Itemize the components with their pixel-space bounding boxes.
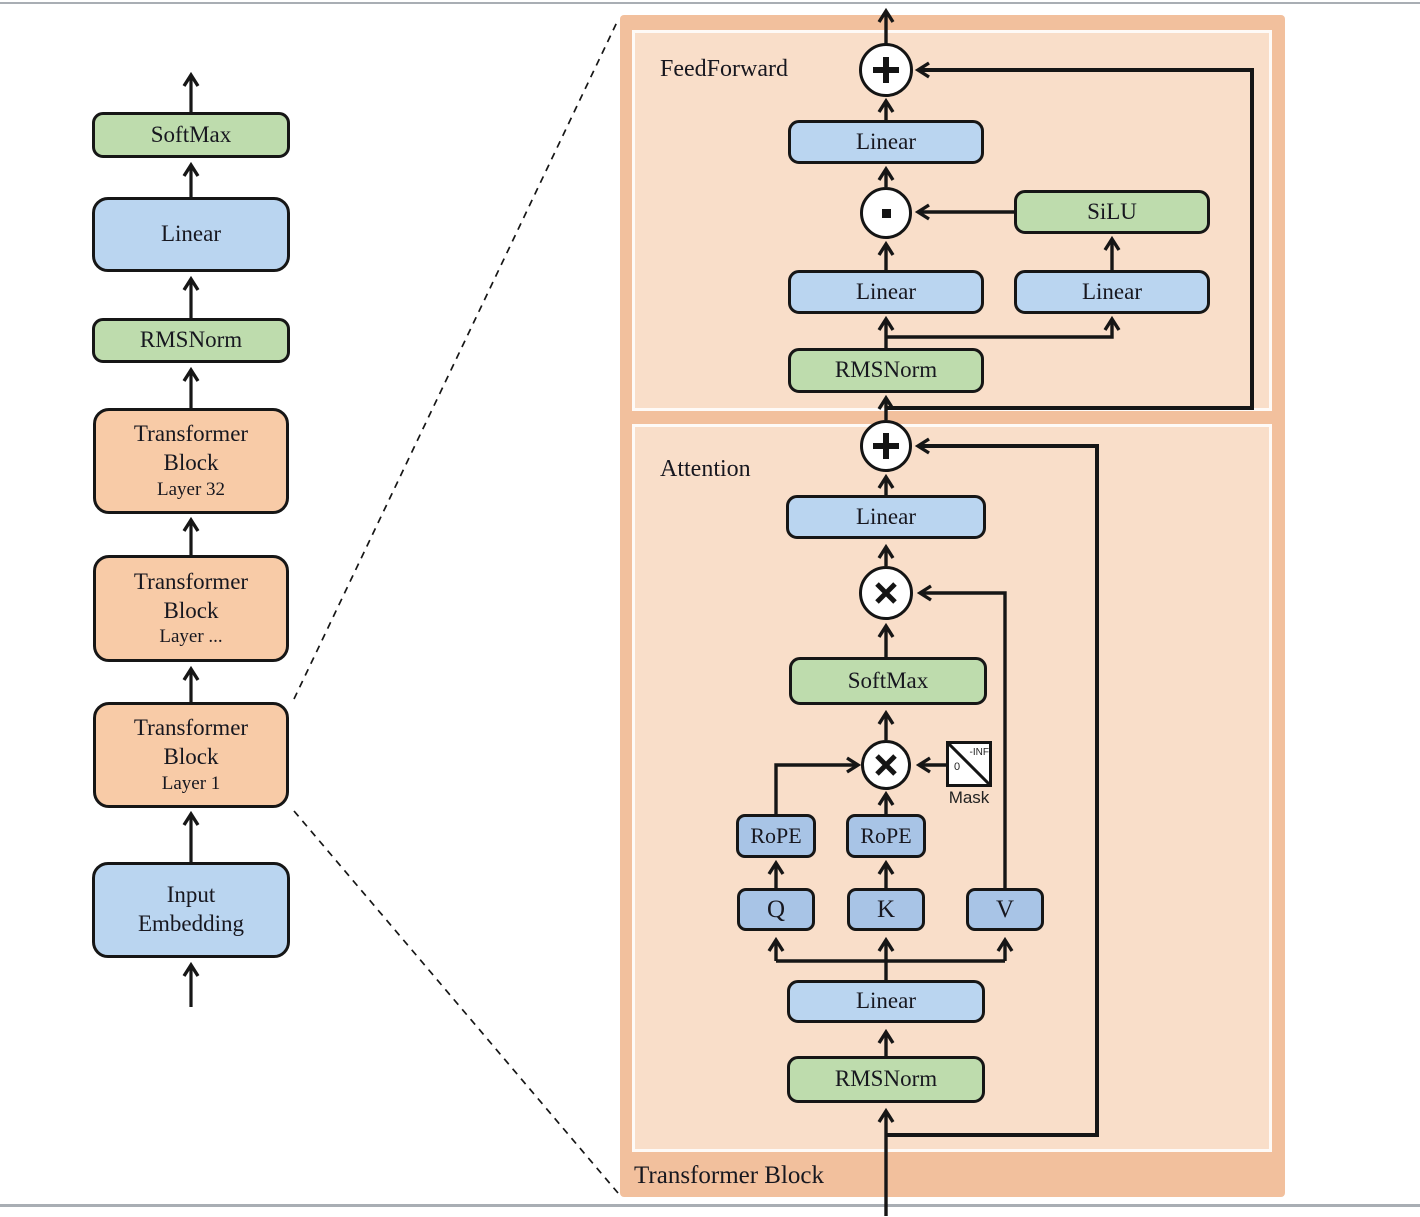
- left-rmsnorm-label: RMSNorm: [139, 327, 243, 353]
- layerdots-line3: Layer ...: [159, 626, 223, 648]
- transformer-block-title: Transformer Block: [634, 1162, 825, 1189]
- transformer-block-layer32: Transformer Block Layer 32: [93, 408, 289, 514]
- ff-linear-out-label: Linear: [855, 128, 916, 154]
- ff-rmsnorm-label: RMSNorm: [834, 357, 938, 383]
- top-window-edge: [0, 2, 1420, 4]
- left-linear-label: Linear: [160, 221, 221, 247]
- layerdots-line2: Block: [163, 597, 219, 623]
- k-block: K: [847, 888, 925, 931]
- ff-add-icon: [859, 43, 913, 97]
- layer32-line3: Layer 32: [156, 478, 226, 500]
- ff-linear-gate-label: Linear: [855, 278, 916, 304]
- input-embedding-label: Input Embedding: [137, 882, 245, 936]
- left-linear-block: Linear: [92, 197, 290, 272]
- layer1-line1: Transformer: [133, 715, 249, 741]
- left-softmax-block: SoftMax: [92, 112, 290, 158]
- attention-label: Attention: [660, 456, 751, 482]
- mask-diagonal-icon: [949, 744, 989, 784]
- ff-linear-out-block: Linear: [788, 120, 984, 164]
- attn-add-icon: [860, 420, 912, 472]
- ff-linear-gate-block: Linear: [788, 270, 984, 314]
- layer32-line1: Transformer: [133, 421, 249, 447]
- layerdots-line1: Transformer: [133, 568, 249, 594]
- ff-elementwise-product-icon: [860, 187, 912, 239]
- layer1-line3: Layer 1: [161, 772, 221, 794]
- attn-multiply-qk-icon: [861, 740, 911, 790]
- mask-neg-inf-value: -INF: [969, 747, 989, 758]
- ff-linear-up-label: Linear: [1081, 278, 1142, 304]
- mask-label: Mask: [948, 788, 990, 807]
- rope-q-block: RoPE: [736, 814, 816, 858]
- ff-silu-block: SiLU: [1014, 190, 1210, 234]
- attn-linear-in-block: Linear: [787, 980, 985, 1023]
- transformer-block-layer-dots: Transformer Block Layer ...: [93, 555, 289, 662]
- layer1-line2: Block: [163, 744, 219, 770]
- attn-softmax-label: SoftMax: [847, 667, 929, 693]
- attn-rmsnorm-block: RMSNorm: [787, 1056, 985, 1103]
- attn-softmax-block: SoftMax: [789, 657, 987, 705]
- rope-q-label: RoPE: [750, 823, 802, 849]
- ff-linear-up-block: Linear: [1014, 270, 1210, 314]
- left-rmsnorm-block: RMSNorm: [92, 318, 290, 363]
- attn-linear-in-label: Linear: [855, 988, 916, 1014]
- bottom-window-edge: [0, 1204, 1420, 1207]
- rope-k-block: RoPE: [846, 814, 926, 858]
- input-embedding-block: Input Embedding: [92, 862, 290, 958]
- q-label: Q: [766, 895, 786, 923]
- feedforward-label: FeedForward: [660, 56, 788, 82]
- attn-linear-out-block: Linear: [786, 495, 986, 539]
- k-label: K: [876, 895, 896, 923]
- layer32-line2: Block: [163, 450, 219, 476]
- attn-multiply-v-icon: [859, 566, 913, 620]
- transformer-block-layer1: Transformer Block Layer 1: [93, 702, 289, 808]
- attn-rmsnorm-label: RMSNorm: [834, 1066, 938, 1092]
- attention-section: [632, 424, 1272, 1152]
- mask-zero-value: 0: [954, 761, 961, 773]
- mask-box: 0 -INF: [946, 741, 992, 787]
- attn-linear-out-label: Linear: [855, 503, 916, 529]
- q-block: Q: [737, 888, 815, 931]
- left-softmax-label: SoftMax: [150, 121, 232, 147]
- ff-rmsnorm-block: RMSNorm: [788, 348, 984, 393]
- v-label: V: [995, 895, 1015, 923]
- ff-silu-label: SiLU: [1087, 198, 1137, 224]
- v-block: V: [966, 888, 1044, 931]
- rope-k-label: RoPE: [860, 823, 912, 849]
